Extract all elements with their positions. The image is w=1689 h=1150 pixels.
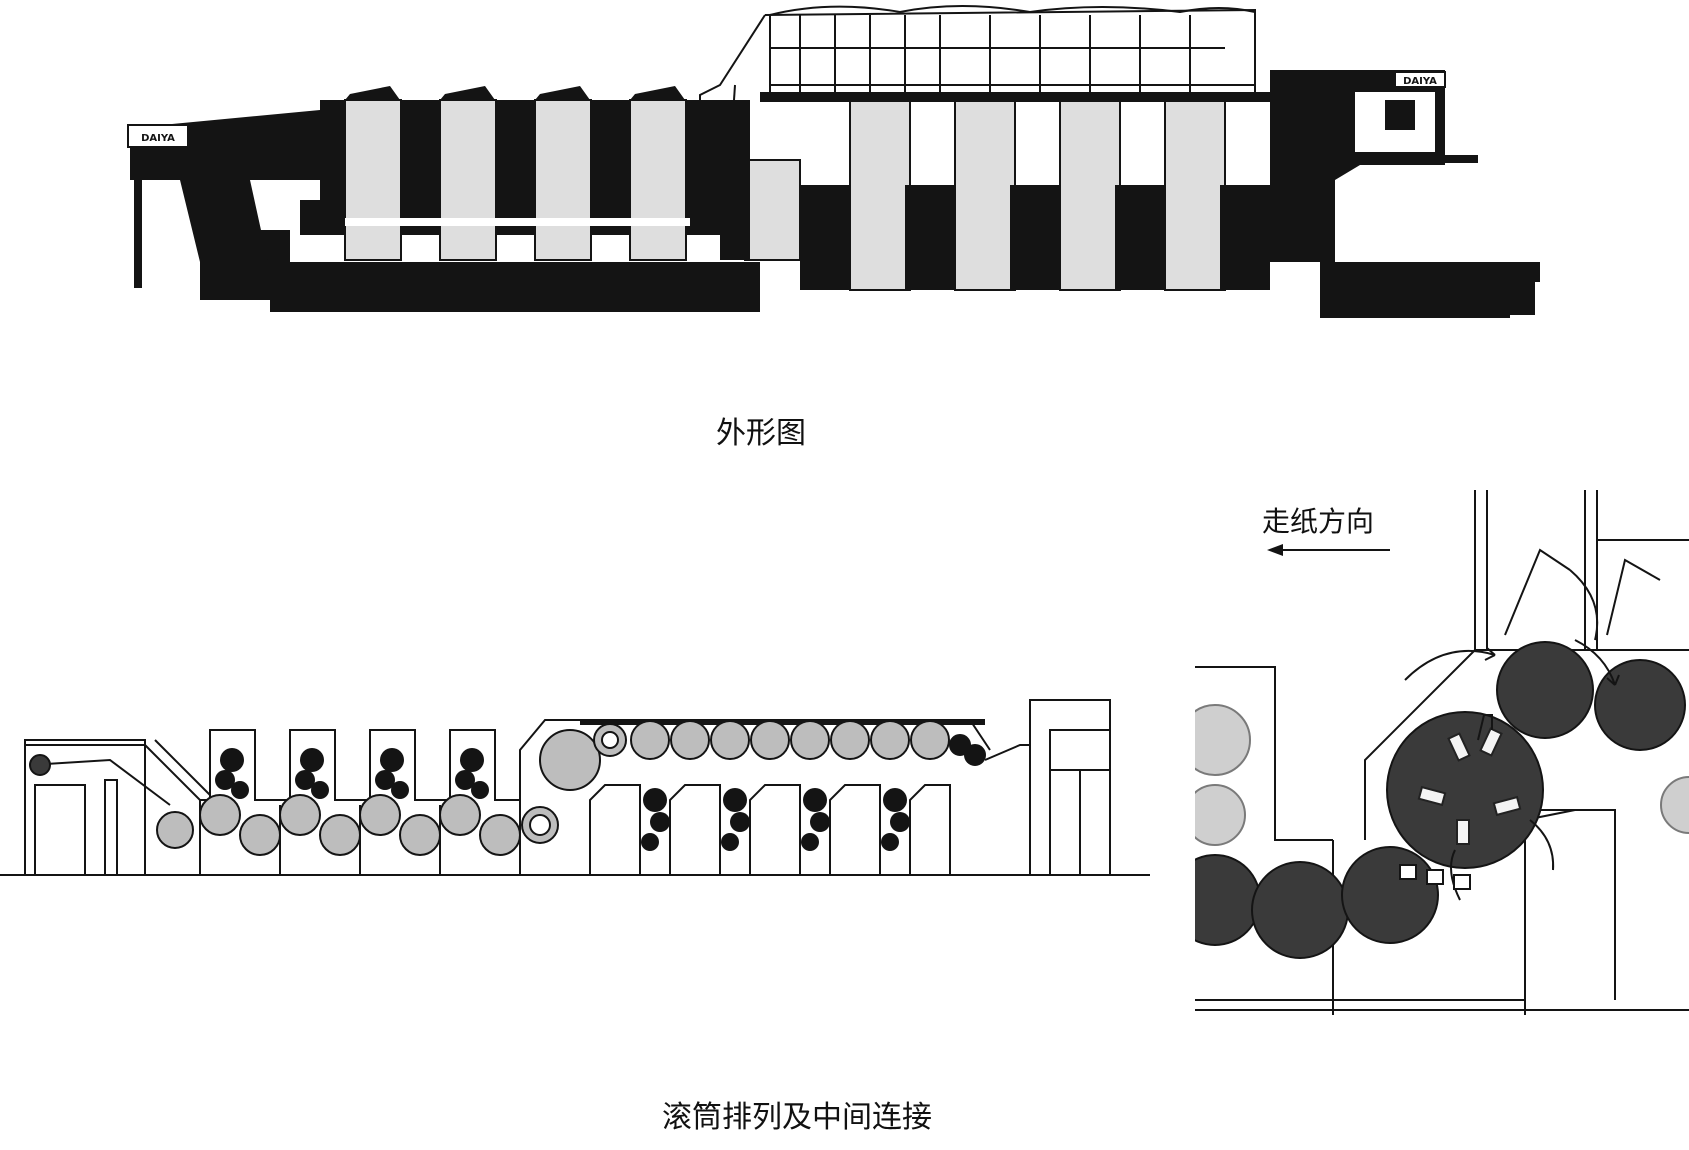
- dark-cylinder-left: [1195, 854, 1261, 946]
- printing-unit-2: [439, 99, 497, 261]
- rear-cylinders: [593, 720, 986, 766]
- platform-railing: [699, 5, 1256, 161]
- rear-unit-3: [1059, 94, 1121, 291]
- press-base: [270, 262, 760, 312]
- cylinder-grippers: [1417, 727, 1522, 845]
- press-exterior-view: DAIYA: [127, 5, 1540, 318]
- exterior-drawing: DAIYA: [127, 5, 1540, 318]
- rear-unit-1: [849, 94, 911, 291]
- cylinder-arrangement-diagram: [0, 699, 1150, 876]
- dark-cylinder-3: [1341, 846, 1439, 944]
- transfer-unit: [744, 159, 801, 261]
- left-light-cylinder-1: [1195, 704, 1251, 776]
- caption-exterior: 外形图: [716, 416, 806, 451]
- paper-direction-arrow: [1267, 544, 1390, 556]
- front-inking-units: [215, 748, 489, 799]
- dark-cylinder-2: [1251, 861, 1349, 959]
- brand-label-left: DAIYA: [141, 133, 175, 144]
- paper-direction-label: 走纸方向: [1262, 505, 1375, 538]
- delivery-frame: [984, 699, 1111, 876]
- printing-unit-1: [344, 99, 402, 261]
- feeder-frame: [24, 739, 211, 876]
- rear-unit-2: [954, 94, 1016, 291]
- printing-unit-4: [629, 99, 687, 261]
- feeder-leg: [134, 178, 142, 288]
- impression-cylinder-large: [1386, 711, 1544, 869]
- right-light-cylinder: [1660, 776, 1689, 834]
- feeder-roller: [29, 754, 51, 776]
- feeder-panel: [127, 124, 189, 148]
- rear-unit-4: [1164, 94, 1226, 291]
- transfer-drum: [539, 729, 601, 791]
- printing-unit-3: [534, 99, 592, 261]
- front-cylinders: [156, 794, 559, 856]
- brand-label-right: DAIYA: [1403, 76, 1437, 87]
- rear-inking-units: [641, 788, 910, 851]
- dark-cylinder-upper: [1496, 641, 1594, 739]
- left-light-cylinder-2: [1195, 784, 1246, 846]
- caption-cylinders: 滚筒排列及中间连接: [662, 1100, 932, 1135]
- dark-cylinder-right: [1594, 659, 1686, 751]
- cylinder-detail-view: [1195, 490, 1689, 1015]
